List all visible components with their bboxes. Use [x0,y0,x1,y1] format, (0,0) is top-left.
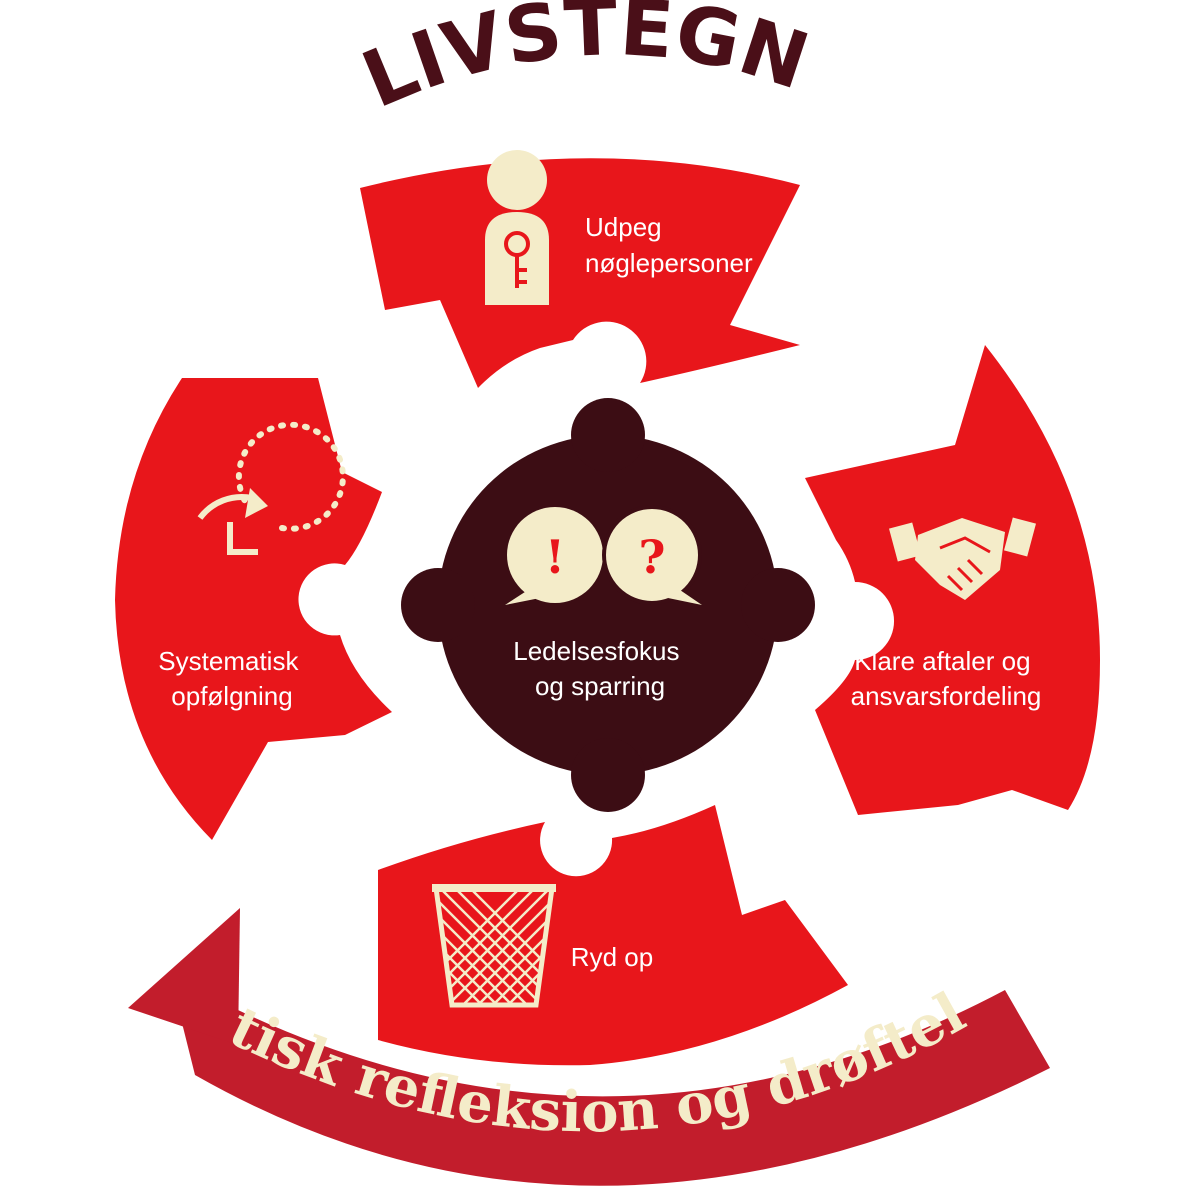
segment-top: Udpeg nøglepersoner [360,150,800,388]
person-key-icon [485,150,549,305]
segment-bottom: Ryd op [378,805,848,1066]
segment-left: Systematisk opfølgning [115,378,392,840]
segment-right: Klare aftaler og ansvarsfordeling [805,345,1100,815]
clock-cycle-icon [197,421,346,555]
segment-bottom-label: Ryd op [571,942,653,972]
segment-left-label: Systematisk opfølgning [158,646,305,711]
segment-right-label: Klare aftaler og ansvarsfordeling [851,646,1042,711]
segment-top-label: Udpeg nøglepersoner [585,212,753,278]
arrow-head [128,908,240,1045]
question-mark: ? [639,530,666,584]
speech-bubbles-icon: ! ? [505,505,702,605]
center-label: Ledelsesfokus og sparring [513,636,686,701]
page-title: LIVSTEGN [351,0,819,126]
exclamation-mark: ! [545,530,565,584]
center-hub: ! ? Ledelsesfokus og sparring [401,398,815,812]
handshake-icon [889,517,1036,600]
